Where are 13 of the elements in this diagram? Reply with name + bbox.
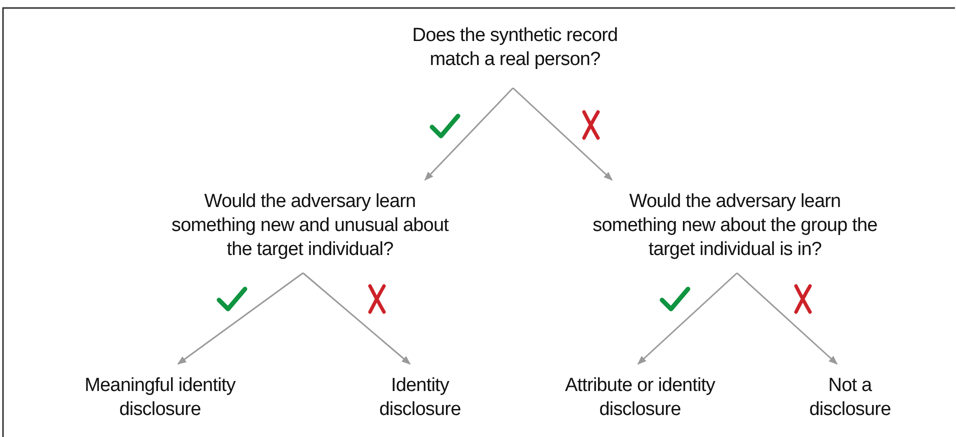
arrow bbox=[512, 87, 613, 181]
question-text: Would the adversary learn something new and unusual about the target individual? bbox=[170, 190, 450, 262]
arrow bbox=[736, 272, 838, 365]
arrow bbox=[177, 272, 304, 365]
arrow bbox=[637, 272, 738, 365]
outcome-text: Meaningful identity disclosure bbox=[84, 374, 237, 422]
question-text: Would the adversary learn something new about the group the target individual is in? bbox=[592, 190, 878, 262]
question-text: Does the synthetic record match a real person? bbox=[411, 24, 619, 72]
arrow bbox=[424, 87, 514, 181]
arrow bbox=[302, 272, 411, 365]
outcome-text: Attribute or identity disclosure bbox=[564, 374, 716, 422]
outcome-text: Identity disclosure bbox=[378, 374, 462, 422]
outcome-text: Not a disclosure bbox=[808, 374, 892, 422]
